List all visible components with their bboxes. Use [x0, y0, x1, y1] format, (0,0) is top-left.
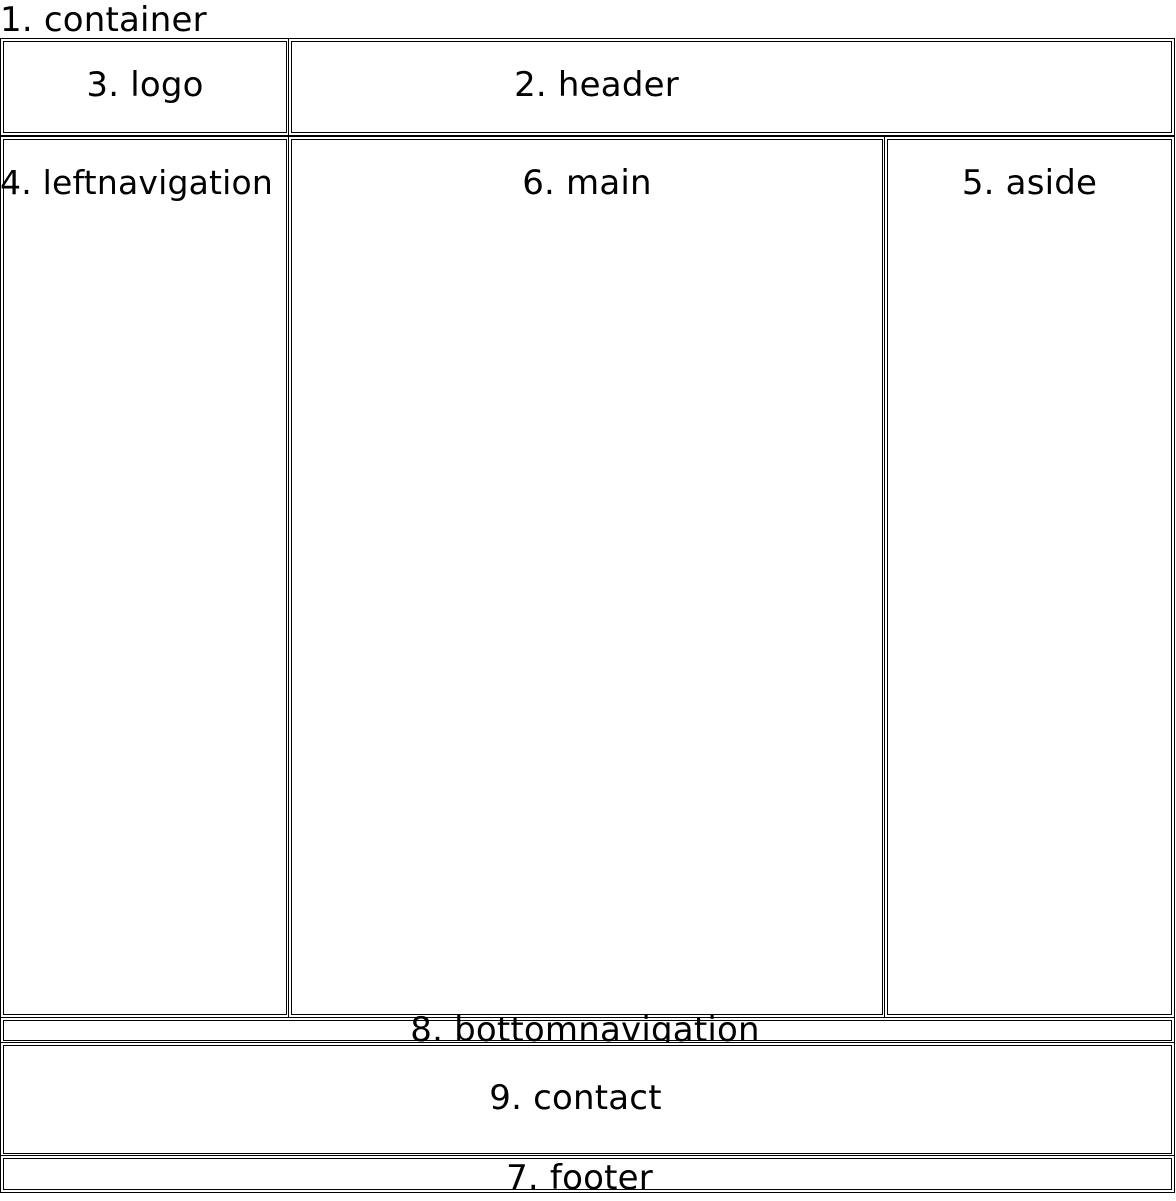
contact-box: 9. contact: [0, 1042, 1175, 1157]
container-label: 1. container: [0, 0, 207, 40]
footer-label: 7. footer: [506, 1158, 653, 1193]
contact-label: 9. contact: [489, 1078, 662, 1118]
main-label: 6. main: [522, 163, 652, 203]
leftnavigation-box: 4. leftnavigation: [0, 136, 290, 1018]
header-box: 2. header: [288, 38, 1175, 136]
bottomnavigation-box: 8. bottomnavigation: [0, 1010, 1175, 1050]
logo-label: 3. logo: [86, 65, 204, 105]
logo-box: 3. logo: [0, 38, 290, 136]
footer-box: 7. footer: [0, 1155, 1175, 1193]
aside-label: 5. aside: [961, 163, 1098, 203]
main-box: 6. main: [288, 136, 886, 1018]
header-label: 2. header: [514, 65, 679, 105]
aside-box: 5. aside: [884, 136, 1175, 1018]
leftnavigation-label: 4. leftnavigation: [0, 163, 274, 202]
